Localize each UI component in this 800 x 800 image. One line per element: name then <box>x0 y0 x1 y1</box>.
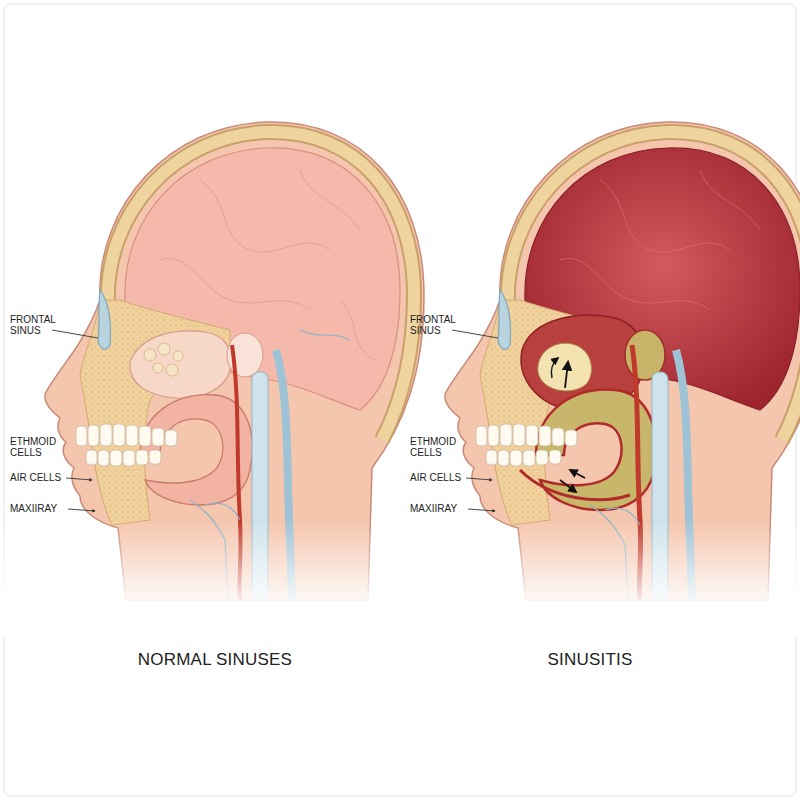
pressure-arrow <box>565 362 568 388</box>
panel-caption: NORMAL SINUSES <box>65 650 365 670</box>
panel-caption: SINUSITIS <box>440 650 740 670</box>
inflamed-brain <box>525 148 800 410</box>
part-label: ETHMOID CELLS <box>10 436 66 458</box>
frontal-sinus <box>98 290 111 349</box>
panel-caption-box: NORMAL SINUSES <box>65 650 365 670</box>
part-label-box: AIR CELLS <box>10 472 80 483</box>
brain <box>125 148 400 410</box>
part-label-box: MAXIIRAY <box>410 503 480 514</box>
drainage-arrow <box>570 470 585 478</box>
leader-line <box>468 509 495 511</box>
drainage-arrow <box>560 480 576 492</box>
inflamed-lining <box>520 470 630 500</box>
teeth <box>76 424 177 466</box>
brain-folds <box>560 170 760 310</box>
bottom-ground <box>0 608 800 638</box>
leader-lines <box>52 330 498 511</box>
part-label-box: ETHMOID CELLS <box>410 436 466 458</box>
nasal-cavity <box>130 331 231 398</box>
part-label-box: ETHMOID CELLS <box>10 436 66 458</box>
leader-line <box>52 330 98 338</box>
pressure-arrow <box>551 358 558 378</box>
part-label-box: FRONTAL SINUS <box>10 314 66 336</box>
leader-line <box>66 478 92 480</box>
part-label: FRONTAL SINUS <box>10 314 66 336</box>
part-label: AIR CELLS <box>410 472 480 483</box>
leader-line <box>452 330 498 338</box>
leader-line <box>466 478 492 480</box>
blocked-ethmoid <box>538 343 592 391</box>
part-label-box: MAXIIRAY <box>10 503 80 514</box>
part-label: FRONTAL SINUS <box>410 314 466 336</box>
part-label: MAXIIRAY <box>10 503 80 514</box>
leader-line <box>68 509 95 511</box>
frontal-sinus <box>498 290 511 349</box>
panel-caption-box: SINUSITIS <box>440 650 740 670</box>
part-label-box: AIR CELLS <box>410 472 480 483</box>
part-label: MAXIIRAY <box>410 503 480 514</box>
teeth <box>476 424 577 466</box>
part-label: ETHMOID CELLS <box>410 436 466 458</box>
bottom-fade <box>0 520 800 610</box>
part-label-box: FRONTAL SINUS <box>410 314 466 336</box>
ethmoid-cells <box>144 343 183 376</box>
part-label: AIR CELLS <box>10 472 80 483</box>
